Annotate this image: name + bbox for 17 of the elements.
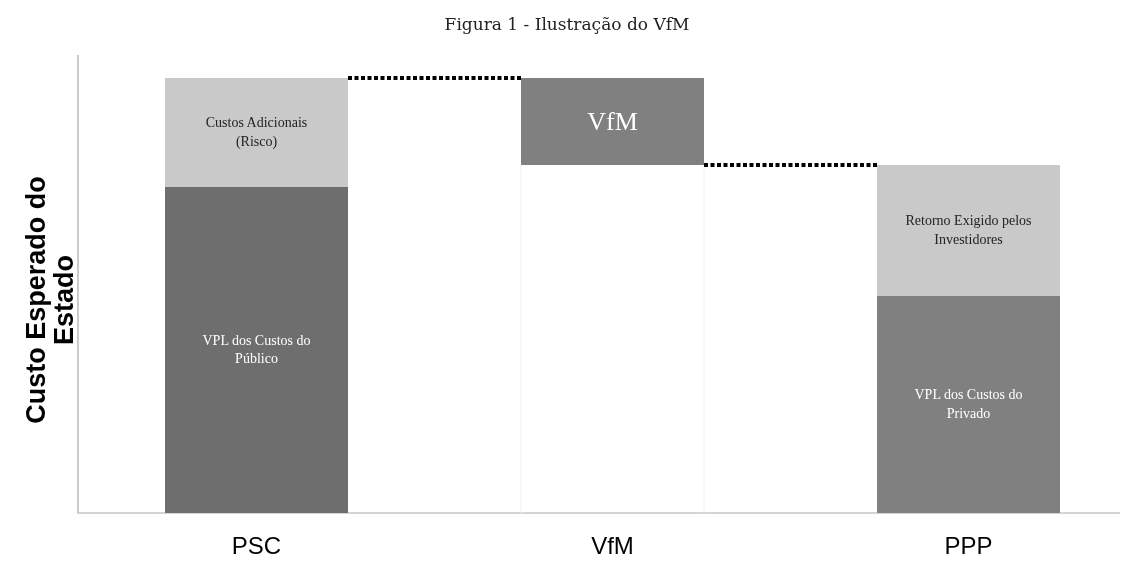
- category-label: VfM: [590, 532, 635, 560]
- dotted-level-line: [704, 163, 877, 167]
- bar-segment: [165, 78, 348, 187]
- segment-label: VfM: [587, 105, 638, 138]
- bar-segment: [877, 296, 1060, 513]
- axis-title: Custo Esperado do Estado: [21, 175, 79, 426]
- bar-segment: [521, 78, 704, 165]
- bar-segment: [877, 165, 1060, 296]
- segment-label: VPL dos Custos do Público: [201, 331, 312, 368]
- category-label: PSC: [230, 532, 283, 560]
- category-label: PPP: [943, 532, 994, 560]
- figure-title: Figura 1 - Ilustração do VfM: [443, 14, 691, 34]
- dotted-level-line: [348, 76, 521, 80]
- segment-label: Custos Adicionais (Risco): [204, 114, 309, 151]
- bar-segment: [165, 187, 348, 513]
- segment-label: VPL dos Custos do Privado: [913, 386, 1024, 423]
- segment-label: Retorno Exigido pelos Investidores: [904, 212, 1033, 249]
